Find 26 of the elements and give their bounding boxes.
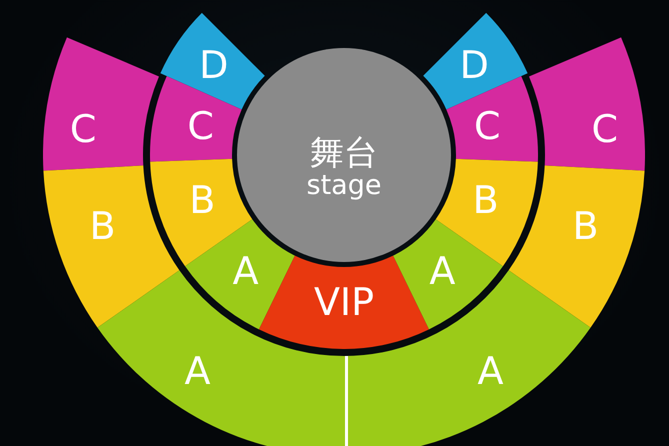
seating-section [150,76,242,162]
seating-section [423,12,528,110]
section-label: C [187,107,214,148]
stage-label: stage [306,172,382,200]
seating-section [446,76,538,162]
section-label: B [572,207,599,247]
seating-section [43,37,159,171]
section-label: D [460,46,489,86]
section-label: A [429,252,456,292]
seating-section [529,37,645,171]
section-label: C [592,110,618,150]
seating-section [393,219,503,330]
seating-section [160,12,265,110]
section-label: B [89,207,116,247]
section-label: A [184,352,210,392]
section-label: C [70,110,96,150]
section-label: VIP [314,283,374,323]
section-label: C [474,107,501,148]
stage-label: 舞台 [310,136,378,172]
section-label: A [232,252,259,292]
seating-section [185,219,295,330]
seating-section [258,255,430,349]
section-label: D [199,46,228,86]
section-label: A [478,352,504,392]
section-label: B [472,181,499,221]
section-label: B [189,181,216,221]
